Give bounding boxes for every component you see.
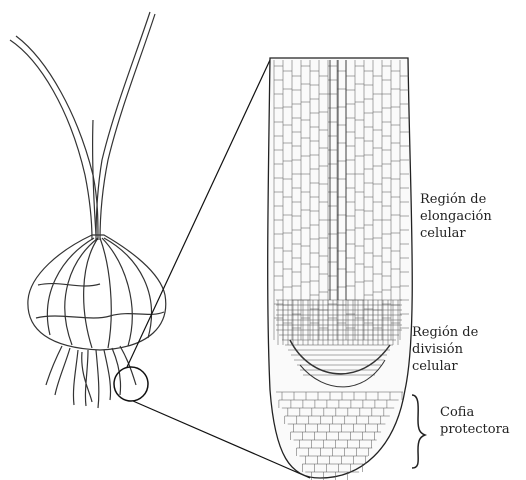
label-cap: Cofia protectora	[440, 404, 510, 438]
magnified-root-tip	[268, 58, 413, 480]
bulb-outline	[28, 235, 166, 350]
zoom-circle	[114, 367, 148, 401]
label-cap-line-1: Cofia	[440, 404, 510, 421]
onion-plant-illustration	[10, 12, 166, 408]
root-outline	[268, 58, 413, 478]
label-elongation-line-2: elongación	[420, 208, 492, 225]
leaf-middle	[93, 120, 96, 235]
label-cap-line-2: protectora	[440, 421, 510, 438]
label-division: Región de división celular	[412, 324, 478, 375]
cap-bracket	[412, 395, 425, 468]
zoom-line-top	[127, 60, 270, 367]
label-elongation-line-3: celular	[420, 225, 492, 242]
label-division-line-3: celular	[412, 358, 478, 375]
label-division-line-1: Región de	[412, 324, 478, 341]
label-elongation-line-1: Región de	[420, 191, 492, 208]
leaf-right	[100, 14, 155, 240]
label-elongation: Región de elongación celular	[420, 191, 492, 242]
label-division-line-2: división	[412, 341, 478, 358]
leaf-left	[10, 40, 92, 240]
